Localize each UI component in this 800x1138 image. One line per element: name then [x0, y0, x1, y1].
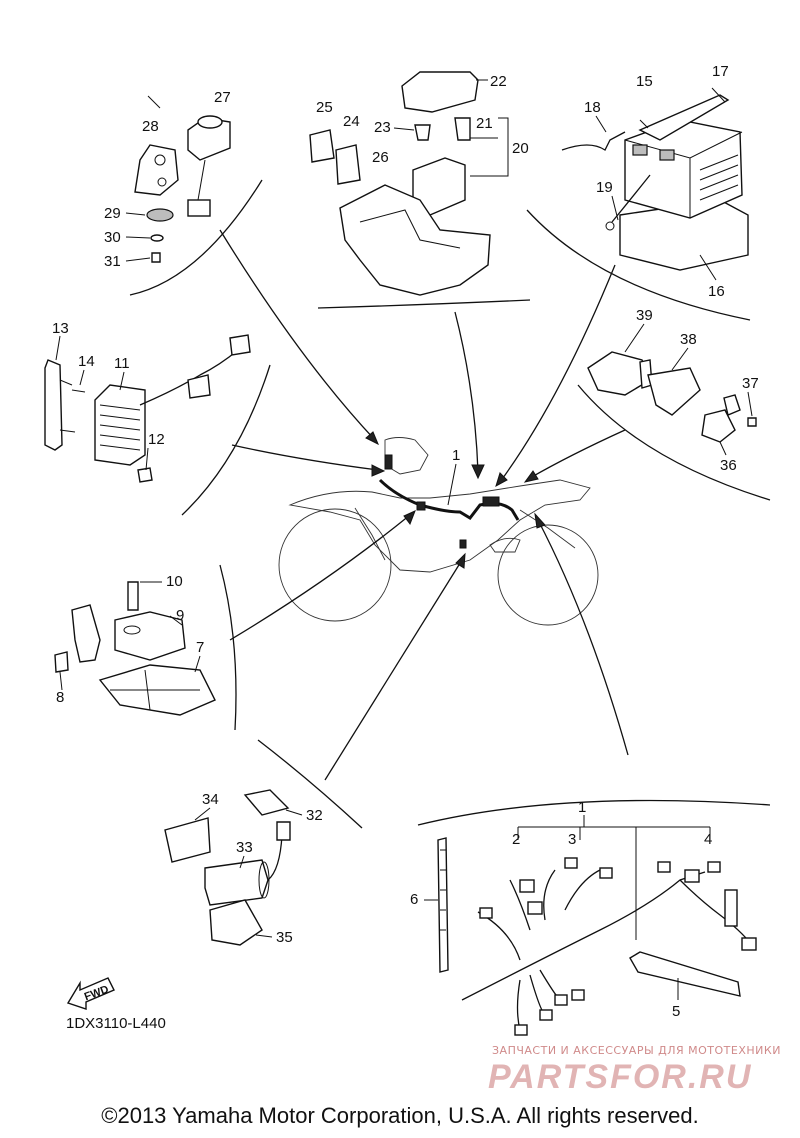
label-30: 30 [104, 229, 121, 246]
bracket-group [54, 581, 216, 716]
group-brackets [129, 179, 771, 829]
label-18: 18 [584, 99, 601, 116]
label-26: 26 [372, 149, 389, 166]
label-24: 24 [343, 113, 360, 130]
label-7: 7 [196, 639, 204, 656]
label-1-bike: 1 [452, 447, 460, 464]
label-9: 9 [176, 607, 184, 624]
label-19: 19 [596, 179, 613, 196]
label-2: 2 [512, 831, 520, 848]
label-20: 20 [512, 140, 529, 157]
label-31: 31 [104, 253, 121, 270]
wire-harness-group [437, 826, 757, 1036]
label-6: 6 [410, 891, 418, 908]
label-23: 23 [374, 119, 391, 136]
label-34: 34 [202, 791, 219, 808]
label-8: 8 [56, 689, 64, 706]
label-21: 21 [476, 115, 493, 132]
harness-on-bike [378, 478, 520, 521]
label-10: 10 [166, 573, 183, 590]
battery-group [561, 87, 749, 271]
regulator-group [44, 334, 251, 483]
label-37: 37 [742, 375, 759, 392]
label-22: 22 [490, 73, 507, 90]
label-29: 29 [104, 205, 121, 222]
starter-relay-group [309, 71, 509, 296]
label-17: 17 [712, 63, 729, 80]
label-4: 4 [704, 831, 712, 848]
part-number-labels: 27 28 29 30 31 22 25 24 23 21 20 26 15 1… [52, 63, 759, 1020]
fwd-arrow-icon: FWD [66, 977, 115, 1010]
label-3: 3 [568, 831, 576, 848]
label-16: 16 [708, 283, 725, 300]
label-35: 35 [276, 929, 293, 946]
label-28: 28 [142, 118, 159, 135]
label-36: 36 [720, 457, 737, 474]
label-5: 5 [672, 1003, 680, 1020]
watermark-tagline: ЗАПЧАСТИ И АКСЕССУАРЫ ДЛЯ МОТОТЕХНИКИ [492, 1044, 781, 1057]
diagram-code: 1DX3110-L440 [66, 1015, 166, 1032]
watermark-logo: PARTSFOR.RU [488, 1058, 752, 1096]
relay-group [134, 95, 231, 263]
noise-filter-group [164, 789, 291, 946]
label-39: 39 [636, 307, 653, 324]
label-12: 12 [148, 431, 165, 448]
svg-text:PARTSFOR.RU: PARTSFOR.RU [488, 1058, 752, 1096]
copyright-notice: ©2013 Yamaha Motor Corporation, U.S.A. A… [101, 1103, 699, 1128]
label-25: 25 [316, 99, 333, 116]
label-11: 11 [114, 355, 130, 372]
sensor-group [587, 351, 757, 443]
label-14: 14 [78, 353, 95, 370]
label-1-harness: 1 [578, 799, 586, 816]
label-15: 15 [636, 73, 653, 90]
label-33: 33 [236, 839, 253, 856]
label-27: 27 [214, 89, 231, 106]
label-38: 38 [680, 331, 697, 348]
label-32: 32 [306, 807, 323, 824]
label-13: 13 [52, 320, 69, 337]
leader-lines [219, 229, 629, 781]
